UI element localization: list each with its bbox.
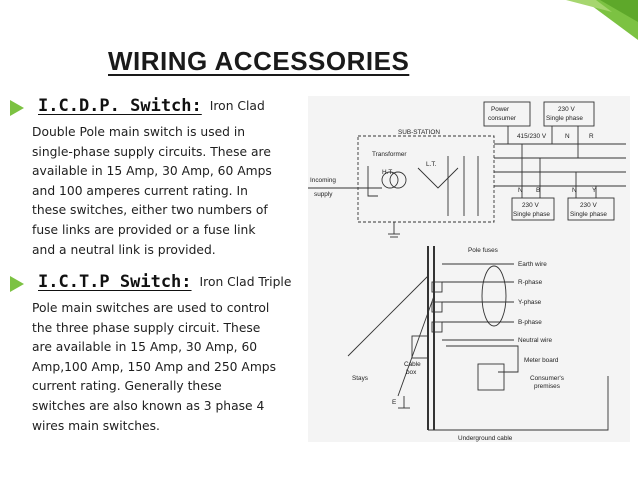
transformer-label: Transformer — [372, 151, 407, 158]
body-line: and 100 amperes current rating. In — [32, 183, 248, 198]
supply-label-br: Single phase — [570, 211, 607, 218]
body-line: Pole main switches are used to control — [32, 301, 270, 315]
meter-board-shape — [477, 363, 505, 391]
supply-box-top — [543, 101, 595, 127]
bottom-label: N — [572, 187, 577, 194]
supply-box-br — [567, 197, 615, 221]
power-consumer-label: Power — [491, 106, 510, 113]
body-line: and a neutral link is provided. — [32, 242, 216, 257]
body-line: the three phase supply circuit. These — [32, 320, 261, 335]
power-consumer-box — [483, 101, 531, 127]
cable-box-shape — [411, 335, 429, 359]
substation-box — [357, 135, 495, 223]
top-label-n: N — [565, 133, 570, 140]
bullet-lead: Iron Clad — [209, 99, 265, 113]
power-consumer-label: consumer — [488, 115, 517, 122]
premises-label: Consumer's — [530, 375, 564, 382]
stays-label: Stays — [352, 375, 368, 382]
bullet-heading: I.C.T.P Switch: — [38, 272, 192, 292]
bullet-arrow-icon — [10, 100, 24, 116]
incoming-label: Incoming — [310, 177, 336, 184]
bullet-heading: I.C.D.P. Switch: — [38, 96, 202, 116]
premises-label: premises — [534, 383, 560, 390]
body-line: are available in 15 Amp, 30 Amp, 60 — [32, 340, 258, 355]
bullet-body-icdp: Double Pole main switch is used in singl… — [32, 123, 317, 260]
bottom-label: Y — [592, 187, 597, 194]
supply-label-top: Single phase — [546, 115, 583, 122]
meter-board-label: Meter board — [524, 357, 559, 364]
corner-decoration — [566, 0, 638, 40]
earth-label: E — [392, 399, 396, 406]
y-phase-label: Y-phase — [518, 299, 542, 306]
bullet-body-ictp: Pole main switches are used to control t… — [32, 299, 317, 436]
earth-wire-label: Earth wire — [518, 261, 547, 268]
neutral-wire-label: Neutral wire — [518, 337, 553, 344]
body-line: Amp,100 Amp, 150 Amp and 250 Amps — [32, 359, 277, 374]
bullet-ictp: I.C.T.P Switch: Iron Clad Triple — [10, 272, 291, 292]
bullet-lead: Iron Clad Triple — [199, 275, 292, 289]
body-line: single-phase supply circuits. These are — [32, 144, 271, 159]
cable-box-label: box — [406, 369, 417, 376]
body-line: available in 15 Amp, 30 Amp, 60 Amps — [32, 164, 272, 179]
bottom-label: B — [536, 187, 540, 194]
bullet-arrow-icon — [10, 276, 24, 292]
wiring-diagram: Power consumer 230 V Single phase 415/23… — [308, 96, 630, 442]
underground-label: Underground cable — [458, 435, 513, 442]
incoming-label: supply — [314, 191, 333, 198]
ht-label: H.T. — [382, 169, 394, 176]
supply-label-bl: Single phase — [513, 211, 550, 218]
bullet-icdp: I.C.D.P. Switch: Iron Clad — [10, 96, 265, 116]
pole-fuses-label: Pole fuses — [468, 247, 498, 254]
body-line: fuse links are provided or a fuse link — [32, 222, 256, 237]
supply-box-bl — [511, 197, 555, 221]
body-line: these switches, either two numbers of — [32, 203, 268, 218]
supply-label-br: 230 V — [580, 202, 597, 209]
body-line: wires main switches. — [32, 418, 160, 433]
body-line: switches are also known as 3 phase 4 — [32, 398, 265, 413]
b-phase-label: B-phase — [518, 319, 542, 326]
slide-title: WIRING ACCESSORIES — [108, 46, 410, 76]
cable-box-label: Cable — [404, 361, 421, 368]
supply-label-bl: 230 V — [522, 202, 539, 209]
lt-label: L.T. — [426, 161, 437, 168]
top-label-r: R — [589, 133, 594, 140]
substation-label: SUB-STATION — [398, 129, 440, 136]
r-phase-label: R-phase — [518, 279, 543, 286]
voltage-label: 415/230 V — [517, 133, 547, 140]
bottom-label: N — [518, 187, 523, 194]
body-line: Double Pole main switch is used in — [32, 125, 246, 139]
supply-label-top: 230 V — [558, 106, 575, 113]
body-line: current rating. Generally these — [32, 379, 222, 394]
